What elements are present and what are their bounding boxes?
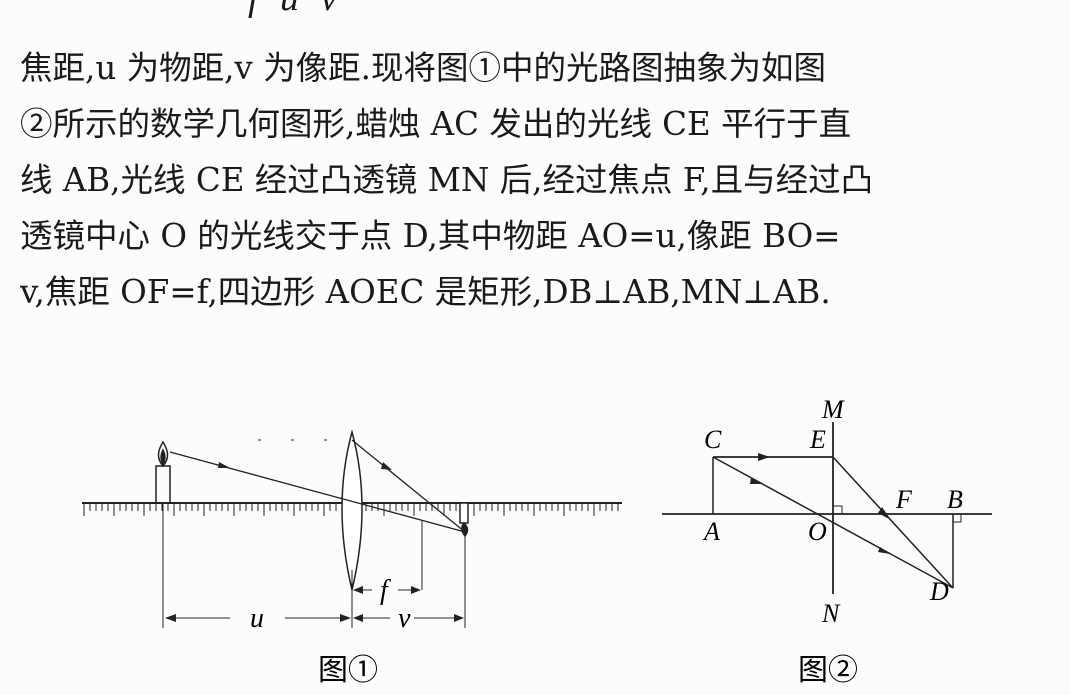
point-label-F: F	[895, 485, 913, 514]
point-label-B: B	[947, 485, 963, 514]
paragraph-line: ②所示的数学几何图形,蜡烛 AC 发出的光线 CE 平行于直	[20, 105, 852, 143]
point-label-A: A	[702, 517, 720, 546]
figure-1-caption: 图①	[318, 653, 378, 688]
right-angle-mark	[833, 505, 843, 514]
point-label-E: E	[809, 425, 826, 454]
figure-2-caption: 图②	[798, 653, 858, 688]
point-label-D: D	[929, 577, 949, 606]
point-label-N: N	[821, 599, 841, 628]
top-formula-fragment: f u v	[248, 0, 343, 20]
label-f: f	[380, 575, 391, 606]
label-v: v	[398, 603, 411, 634]
paragraph-line: v,焦距 OF=f,四边形 AOEC 是矩形,DB⊥AB,MN⊥AB.	[20, 273, 831, 311]
ray-refracted	[351, 439, 466, 533]
problem-paragraph: 焦距,u 为物距,v 为像距.现将图①中的光路图抽象为如图 ②所示的数学几何图形…	[20, 40, 1060, 320]
point-label-C: C	[704, 425, 722, 454]
candle-icon	[155, 440, 171, 504]
point-label-O: O	[808, 517, 827, 546]
figure-1-lens-diagram: u f v 图①	[82, 429, 622, 688]
paragraph-line: 线 AB,光线 CE 经过凸透镜 MN 后,经过焦点 F,且与经过凸	[20, 161, 874, 199]
ruler-ticks	[83, 503, 619, 516]
paragraph-line: 焦距,u 为物距,v 为像距.现将图①中的光路图抽象为如图	[20, 49, 826, 87]
convex-lens	[341, 429, 363, 591]
figure-2-geometry-diagram: M C E F B A O D N 图②	[662, 395, 992, 688]
segment-ED	[832, 456, 954, 589]
segment-CD	[712, 456, 954, 589]
paragraph-line: 透镜中心 O 的光线交于点 D,其中物距 AO=u,像距 BO=	[20, 217, 841, 255]
right-angle-mark	[953, 514, 962, 523]
point-label-M: M	[821, 395, 845, 424]
label-u: u	[250, 603, 264, 634]
ray-through-center	[169, 451, 466, 533]
